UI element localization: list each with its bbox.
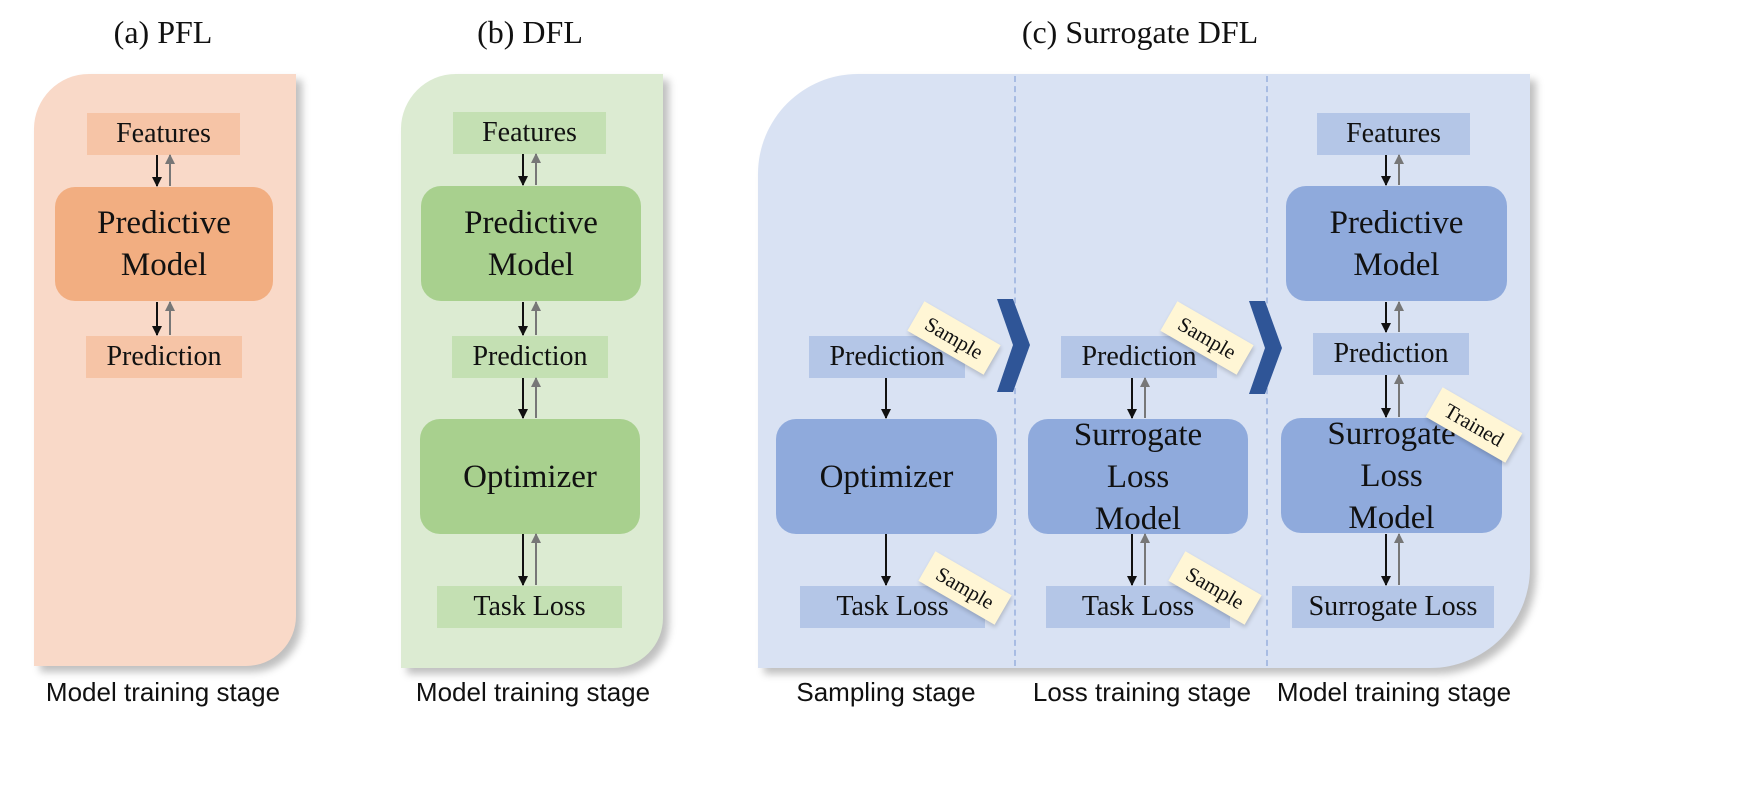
loss-training-stage-label: Loss training stage	[1032, 677, 1252, 707]
dfl-prediction-box: Prediction	[452, 336, 608, 378]
loss-training-surrogate-model-box: Surrogate Loss Model	[1028, 417, 1248, 537]
model-training-prediction-box: Prediction	[1313, 333, 1469, 375]
model-training-features-box: Features	[1317, 113, 1470, 155]
dfl-features-box: Features	[453, 112, 606, 154]
pfl-predictive-model-box: Predictive Model	[55, 187, 273, 301]
sampling-optimizer-box: Optimizer	[776, 419, 997, 534]
pfl-features-box: Features	[87, 113, 240, 155]
dfl-optimizer-box: Optimizer	[420, 419, 640, 534]
dfl-task-loss-box: Task Loss	[437, 586, 622, 628]
panel-c-title: (c) Surrogate DFL	[1021, 14, 1259, 50]
panel-a-title: (a) PFL	[113, 14, 213, 50]
model-training-surrogate-loss-box: Surrogate Loss	[1292, 586, 1494, 628]
dfl-predictive-model-box: Predictive Model	[421, 186, 641, 301]
chevron-right-icon	[1249, 301, 1282, 394]
sampling-stage-label: Sampling stage	[796, 677, 976, 707]
chevron-right-icon	[997, 299, 1030, 392]
pfl-stage-label: Model training stage	[45, 677, 281, 707]
model-training-stage-label: Model training stage	[1276, 677, 1512, 707]
panel-b-title: (b) DFL	[477, 14, 583, 50]
pfl-prediction-box: Prediction	[86, 336, 242, 378]
model-training-predictive-model-box: Predictive Model	[1286, 186, 1507, 301]
dfl-stage-label: Model training stage	[415, 677, 651, 707]
